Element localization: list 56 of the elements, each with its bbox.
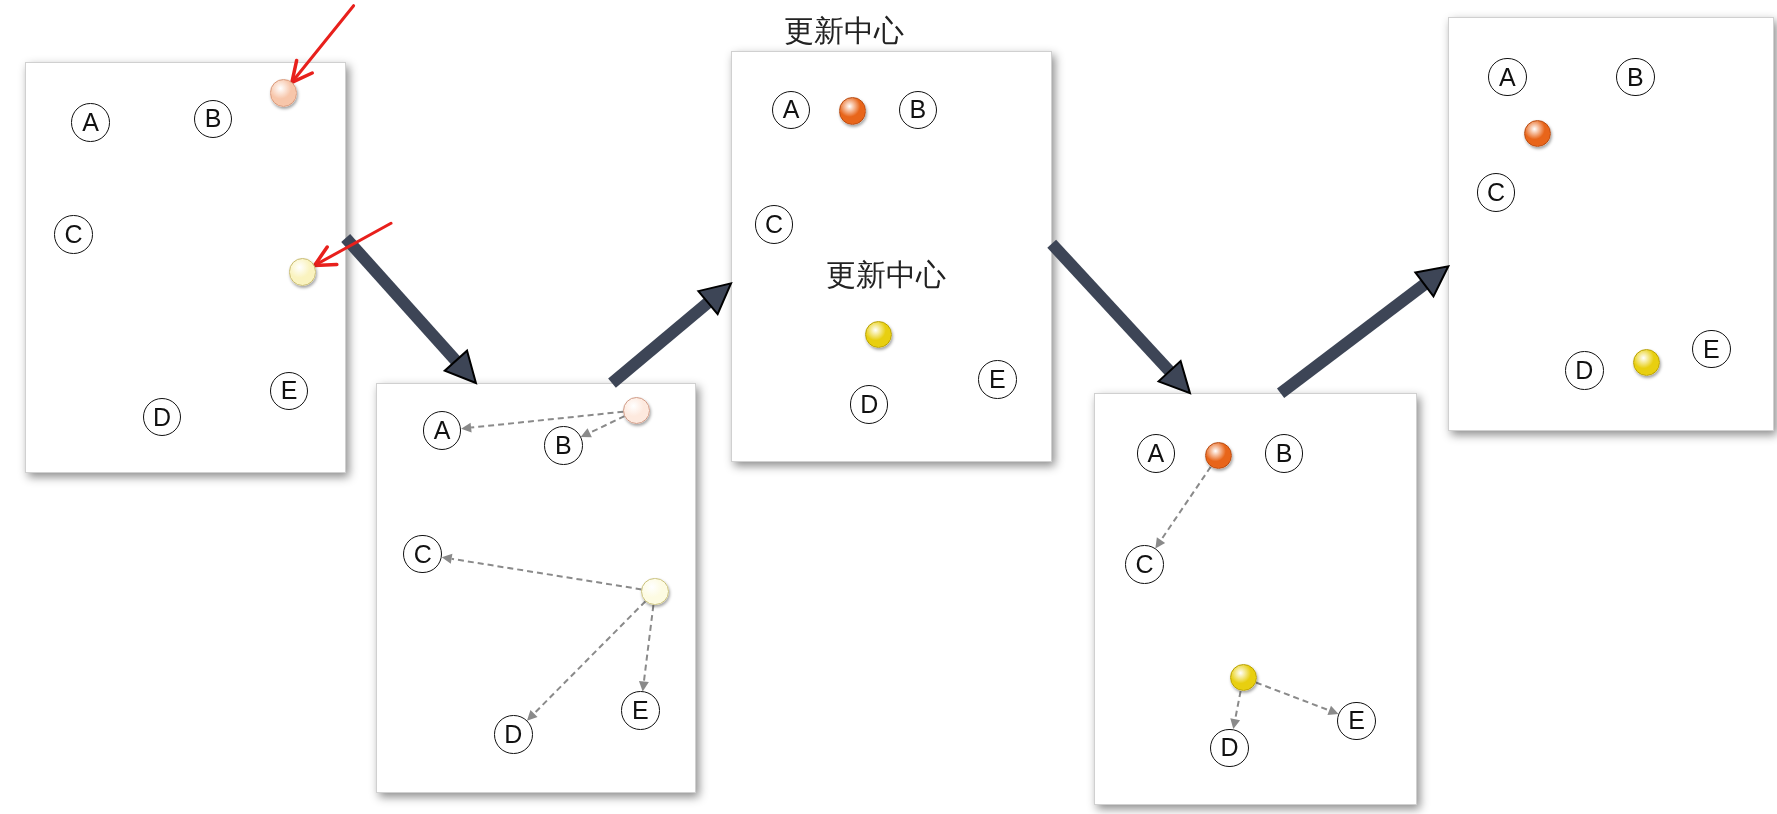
letter-circle: A — [1488, 57, 1527, 97]
centroid-dot — [1633, 349, 1661, 377]
dashed-arrow — [526, 600, 647, 721]
centroid-dot — [288, 258, 317, 286]
letter-circle: A — [71, 103, 110, 142]
dashed-arrow — [441, 553, 643, 591]
letter-circle: D — [494, 715, 533, 754]
letter-circle: D — [1565, 351, 1604, 390]
letter-circle: A — [771, 90, 811, 130]
centroid-dot — [1204, 441, 1232, 470]
letter-circle: E — [1337, 701, 1376, 741]
block-arrow — [341, 234, 477, 384]
caption-label: 更新中心 — [826, 257, 947, 294]
dashed-arrow — [461, 410, 625, 433]
dashed-arrow — [1230, 690, 1242, 729]
panel-box — [1448, 17, 1774, 431]
letter-circle: E — [621, 691, 660, 730]
letter-circle: B — [898, 90, 938, 130]
letter-circle: B — [1264, 434, 1304, 473]
centroid-dot — [623, 396, 651, 424]
dashed-arrow — [580, 415, 626, 438]
centroid-dot — [864, 320, 892, 348]
dashed-arrow — [1155, 465, 1212, 549]
letter-circle: B — [193, 99, 233, 139]
block-arrow — [1276, 265, 1450, 399]
pointer-arrow — [290, 4, 356, 85]
block-arrow — [1047, 239, 1191, 395]
letter-circle: C — [54, 215, 93, 254]
letter-circle: C — [403, 534, 442, 574]
letter-circle: E — [1692, 329, 1731, 369]
dashed-arrow — [1254, 681, 1339, 716]
letter-circle: A — [422, 411, 462, 450]
letter-circle: C — [754, 205, 794, 244]
letter-circle: D — [142, 397, 182, 437]
panel-box — [24, 62, 346, 473]
letter-circle: E — [269, 371, 309, 411]
letter-circle: A — [1136, 434, 1176, 473]
panel-box — [376, 383, 696, 794]
panel-box — [730, 51, 1052, 463]
letter-circle: D — [1210, 728, 1249, 768]
pointer-arrow — [312, 221, 393, 268]
panel-box — [1093, 393, 1417, 805]
letter-circle: C — [1125, 545, 1164, 584]
letter-circle: D — [849, 385, 889, 424]
letter-circle: B — [543, 426, 583, 465]
letter-circle: B — [1616, 57, 1655, 97]
centroid-dot — [838, 97, 866, 125]
dashed-arrow — [638, 604, 655, 692]
block-arrow — [608, 282, 732, 388]
letter-circle: E — [978, 360, 1017, 399]
centroid-dot — [1229, 664, 1257, 692]
centroid-dot — [269, 79, 297, 107]
centroid-dot — [1524, 120, 1552, 148]
caption-label: 更新中心 — [784, 12, 905, 49]
letter-circle: C — [1476, 173, 1516, 212]
centroid-dot — [641, 577, 669, 606]
